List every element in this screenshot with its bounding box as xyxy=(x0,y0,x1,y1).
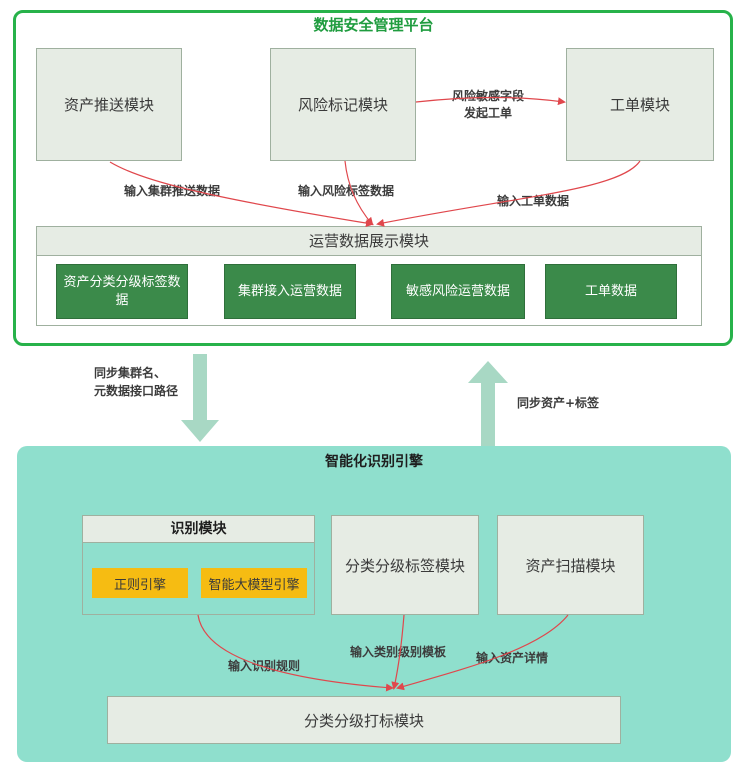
marking-module[interactable]: 分类分级打标模块 xyxy=(107,696,621,744)
asset-detail-label: 输入资产详情 xyxy=(476,651,549,665)
ops-item-label: 敏感风险运营数据 xyxy=(405,283,510,299)
sync-up-arrow xyxy=(468,361,508,446)
ops-item-label: 资产分类分级标签数据 xyxy=(63,274,181,308)
rules-label: 输入识别规则 xyxy=(228,659,301,673)
cluster-push-arrow xyxy=(109,161,374,227)
ops-item-label: 工单数据 xyxy=(584,283,637,299)
recognition-title: 识别模块 xyxy=(82,515,315,543)
ticket-data-label: 输入工单数据 xyxy=(497,194,570,208)
classify-tag-label: 分类分级标签模块 xyxy=(344,556,465,575)
ops-display-title: 运营数据展示模块 xyxy=(36,226,702,256)
asset-scan-label: 资产扫描模块 xyxy=(525,556,616,575)
ops-item-cluster[interactable]: 集群接入运营数据 xyxy=(224,264,356,319)
risk-tag-label: 输入风险标签数据 xyxy=(298,184,395,198)
asset-scan-module[interactable]: 资产扫描模块 xyxy=(497,515,644,615)
risk-to-ticket-label: 风险敏感字段 发起工单 xyxy=(451,89,524,120)
regex-engine[interactable]: 正则引擎 xyxy=(92,568,188,598)
asset-detail-arrow xyxy=(396,614,569,691)
asset-push-module[interactable]: 资产推送模块 xyxy=(36,48,182,161)
ops-item-sensitive-risk[interactable]: 敏感风险运营数据 xyxy=(391,264,525,319)
asset-push-label: 资产推送模块 xyxy=(63,96,154,114)
regex-engine-label: 正则引擎 xyxy=(113,577,166,593)
ops-item-asset-tags[interactable]: 资产分类分级标签数据 xyxy=(56,264,188,319)
ticket-data-arrow xyxy=(376,160,641,227)
marking-label: 分类分级打标模块 xyxy=(303,711,424,730)
sync-down-arrow xyxy=(181,354,219,442)
down-sync-label: 同步集群名、 元数据接口路径 xyxy=(94,366,179,398)
platform-title: 数据安全管理平台 xyxy=(313,16,434,34)
template-arrow xyxy=(391,614,405,690)
llm-engine[interactable]: 智能大模型引擎 xyxy=(201,568,307,598)
up-sync-label: 同步资产+标签 xyxy=(517,396,600,410)
template-label: 输入类别级别模板 xyxy=(350,645,447,659)
classify-tag-module[interactable]: 分类分级标签模块 xyxy=(331,515,479,615)
risk-mark-label: 风险标记模块 xyxy=(297,96,388,114)
risk-mark-module[interactable]: 风险标记模块 xyxy=(270,48,416,161)
engine-title: 智能化识别引擎 xyxy=(325,454,423,470)
ticket-label: 工单模块 xyxy=(609,96,670,114)
ops-item-label: 集群接入运营数据 xyxy=(237,283,342,299)
llm-engine-label: 智能大模型引擎 xyxy=(208,577,300,593)
cluster-push-label: 输入集群推送数据 xyxy=(124,184,221,198)
risk-to-ticket-arrow xyxy=(415,96,566,106)
ticket-module[interactable]: 工单模块 xyxy=(566,48,714,161)
rules-arrow xyxy=(197,614,394,692)
ops-item-ticket[interactable]: 工单数据 xyxy=(545,264,677,319)
risk-tag-arrow xyxy=(344,160,374,226)
